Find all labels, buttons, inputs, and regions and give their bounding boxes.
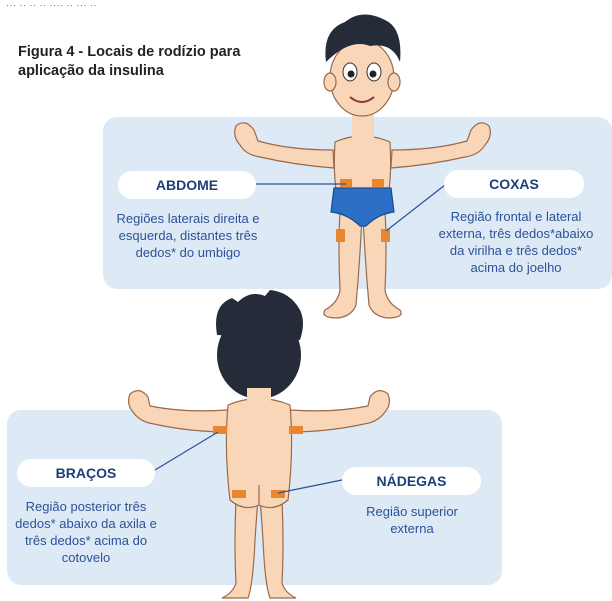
bracos-label: BRAÇOS <box>17 459 155 487</box>
abdome-description: Regiões laterais direita e esquerda, dis… <box>113 210 263 261</box>
nadegas-description: Região superior externa <box>352 503 472 537</box>
coxa-right-marker <box>381 229 390 242</box>
coxas-label: COXAS <box>444 170 584 198</box>
abdome-left-marker <box>340 179 352 187</box>
coxas-description: Região frontal e lateral externa, três d… <box>432 208 600 276</box>
bracos-description: Região posterior três dedos* abaixo da a… <box>11 498 161 566</box>
nadega-right-marker <box>271 490 285 498</box>
braco-right-marker <box>289 426 303 434</box>
nadegas-label: NÁDEGAS <box>342 467 481 495</box>
abdome-label: ABDOME <box>118 171 256 199</box>
back-boy-figure <box>129 290 390 598</box>
coxa-left-marker <box>336 229 345 242</box>
braco-left-marker <box>213 426 227 434</box>
abdome-right-marker <box>372 179 384 187</box>
nadega-left-marker <box>232 490 246 498</box>
